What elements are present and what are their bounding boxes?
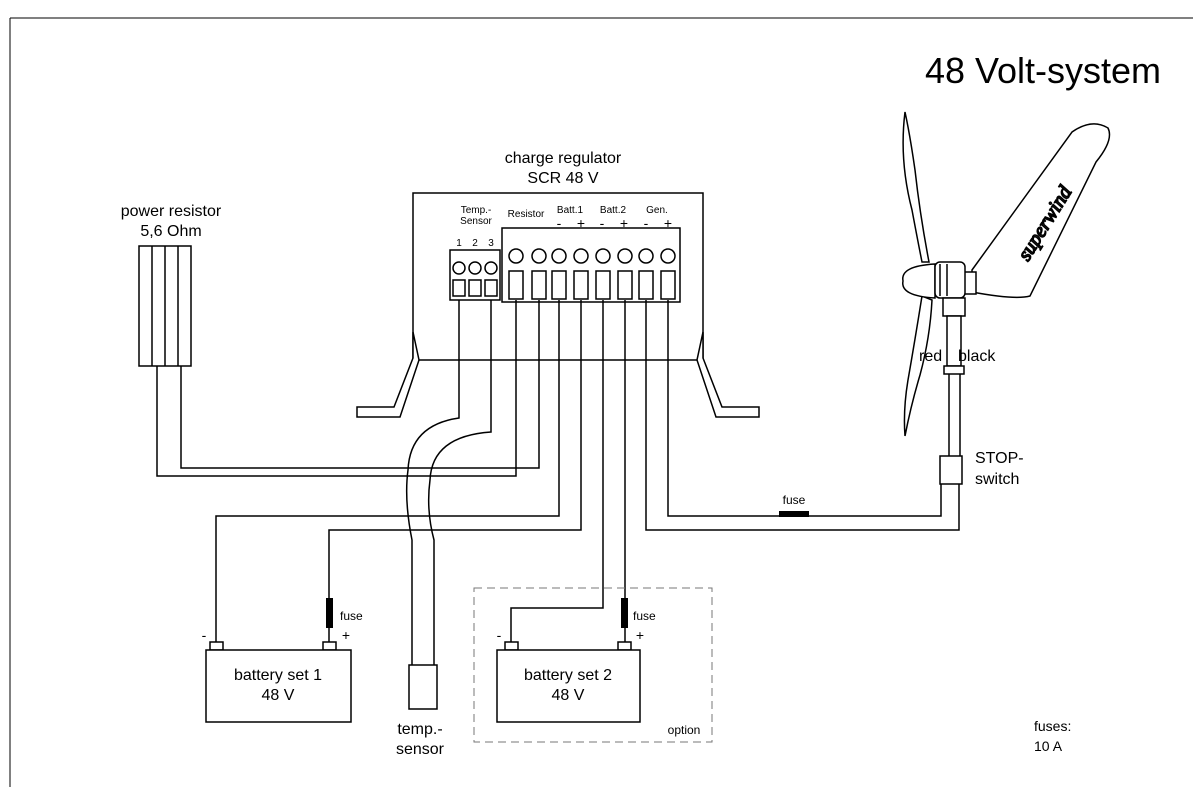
terminal-screw [551, 248, 567, 264]
battery2-minus-sign: - [497, 627, 502, 643]
terminal-screw [660, 248, 676, 264]
option-frame [473, 587, 713, 743]
turbine-nose [902, 263, 936, 299]
terminal-screw [638, 248, 654, 264]
batt1-minus-sign: - [557, 215, 562, 231]
batt1-group-label: Batt.1 [557, 205, 584, 216]
regulator-foot-right [696, 331, 760, 418]
wires [156, 300, 961, 665]
battery2-label-1: battery set 2 [524, 667, 612, 684]
terminal-screws [452, 248, 676, 275]
terminal-clamp [573, 270, 589, 300]
battery-set-2: - + battery set 2 48 V option [473, 587, 713, 743]
battery2-plus-sign: + [636, 627, 644, 643]
turbine-mast [942, 297, 966, 317]
temp-sensor-group-label-2: Sensor [460, 216, 492, 227]
terminal-screw [508, 248, 524, 264]
batt2-minus-sign: - [600, 215, 605, 231]
power-resistor-label-1: power resistor [121, 203, 222, 220]
terminal-screw [573, 248, 589, 264]
stop-switch-label-2: switch [975, 471, 1019, 488]
temp-terminal-clamp [468, 279, 482, 297]
wind-turbine: superwind [902, 111, 1111, 437]
battery2-label-2: 48 V [552, 687, 585, 704]
option-label: option [668, 723, 701, 737]
batt2-group-label: Batt.2 [600, 205, 627, 216]
terminal-clamp [551, 270, 567, 300]
terminal-clamp [660, 270, 676, 300]
battery2-fuse-label: fuse [633, 609, 656, 623]
stop-switch-label-1: STOP- [975, 450, 1024, 467]
temp-sensor: temp.- sensor [396, 664, 445, 758]
battery1-fuse [326, 598, 333, 628]
terminal-screw [595, 248, 611, 264]
terminal-clamp [638, 270, 654, 300]
temp-terminal-screw [452, 261, 466, 275]
temp-terminal-screw [484, 261, 498, 275]
temp-sensor-group-label-1: Temp.- [461, 205, 492, 216]
turbine-tail-vane [971, 123, 1111, 299]
fuses-note-line1: fuses: [1034, 718, 1071, 734]
battery1-minus-sign: - [202, 627, 207, 643]
gen-plus-sign: + [664, 215, 672, 231]
page-frame [9, 17, 1193, 787]
regulator-foot-left [356, 331, 420, 418]
terminal-number-3: 3 [488, 238, 494, 249]
generator-fuse-label: fuse [783, 493, 806, 507]
gen-minus-sign: - [644, 215, 649, 231]
turbine-blade-top [902, 111, 930, 263]
batt2-plus-sign: + [620, 215, 628, 231]
battery1-label-1: battery set 1 [234, 667, 322, 684]
temp-sensor-label-2: sensor [396, 741, 445, 758]
terminal-number-1: 1 [456, 238, 462, 249]
temp-terminal-clamp [484, 279, 498, 297]
battery2-fuse [621, 598, 628, 628]
stop-switch: STOP- switch [939, 450, 1024, 488]
gen-group-label: Gen. [646, 205, 668, 216]
batt1-plus-sign: + [577, 215, 585, 231]
battery1-plus-sign: + [342, 627, 350, 643]
temp-terminal-screw [468, 261, 482, 275]
temp-sensor-label-1: temp.- [397, 721, 442, 738]
regulator-name-line2: SCR 48 V [527, 170, 598, 187]
wire-red-label: red [919, 348, 942, 365]
temp-terminal-clamp [452, 279, 466, 297]
battery1-label-2: 48 V [262, 687, 295, 704]
power-resistor-label-2: 5,6 Ohm [140, 223, 201, 240]
terminal-clamps [452, 270, 676, 300]
terminal-clamp [595, 270, 611, 300]
generator-fuse [779, 511, 809, 517]
terminal-number-2: 2 [472, 238, 478, 249]
wire-black-label: black [958, 348, 996, 365]
terminal-clamp [617, 270, 633, 300]
power-resistor: power resistor 5,6 Ohm [121, 203, 222, 367]
terminal-clamp [531, 270, 547, 300]
terminal-clamp [508, 270, 524, 300]
page-title: 48 Volt-system [925, 50, 1161, 91]
battery-set-1: - + battery set 1 48 V [202, 627, 352, 723]
turbine-blade-bottom [903, 294, 933, 437]
terminal-screw [531, 248, 547, 264]
terminal-screw [617, 248, 633, 264]
fuses-note-line2: 10 A [1034, 738, 1063, 754]
resistor-group-label: Resistor [508, 209, 545, 220]
battery1-fuse-label: fuse [340, 609, 363, 623]
regulator-name-line1: charge regulator [505, 150, 622, 167]
charge-regulator: charge regulator SCR 48 V Temp.- Sensor … [356, 150, 760, 418]
